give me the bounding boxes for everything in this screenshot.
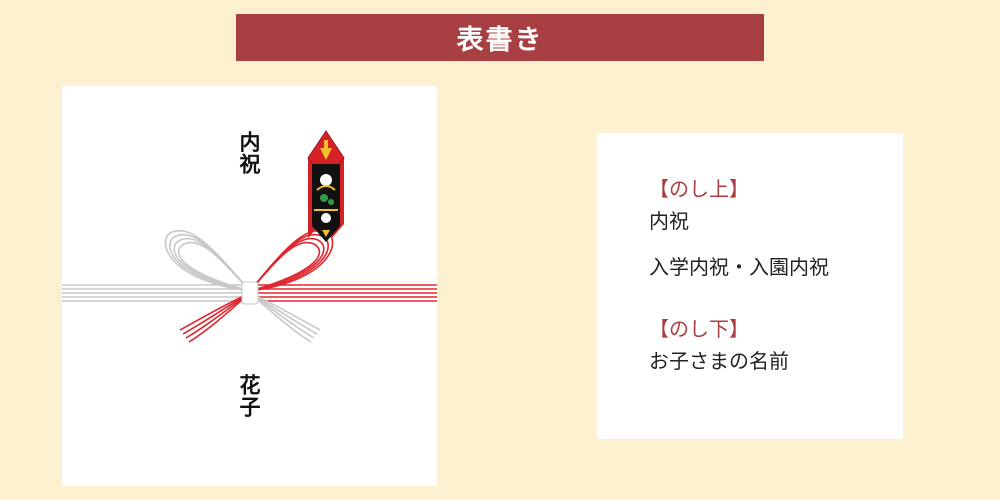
upper-section: 【のし上】 内祝 入学内祝・入園内祝	[649, 176, 829, 280]
upper-item-1: 内祝	[649, 209, 689, 233]
red-loop-right	[249, 229, 334, 292]
noshi-card: 内祝 花子	[62, 86, 437, 486]
info-box: 【のし上】 内祝 入学内祝・入園内祝 【のし下】 お子さまの名前	[597, 133, 903, 439]
lower-item-1: お子さまの名前	[649, 349, 789, 373]
silver-cords-left	[62, 284, 250, 302]
noshi-ornament-icon	[307, 130, 345, 242]
page-title: 表書き	[236, 14, 764, 61]
knot-icon	[241, 281, 259, 305]
upper-item-2: 入学内祝・入園内祝	[649, 255, 829, 279]
lower-heading: 【のし下】	[649, 317, 749, 341]
noshi-lower-text: 花子	[237, 374, 262, 418]
red-cords-right	[250, 284, 437, 302]
lower-section: 【のし下】 お子さまの名前	[649, 316, 789, 374]
silver-loop-left	[164, 229, 251, 292]
upper-heading: 【のし上】	[649, 177, 749, 201]
noshi-upper-text: 内祝	[237, 131, 262, 175]
mizuhiki-illustration	[62, 130, 437, 343]
